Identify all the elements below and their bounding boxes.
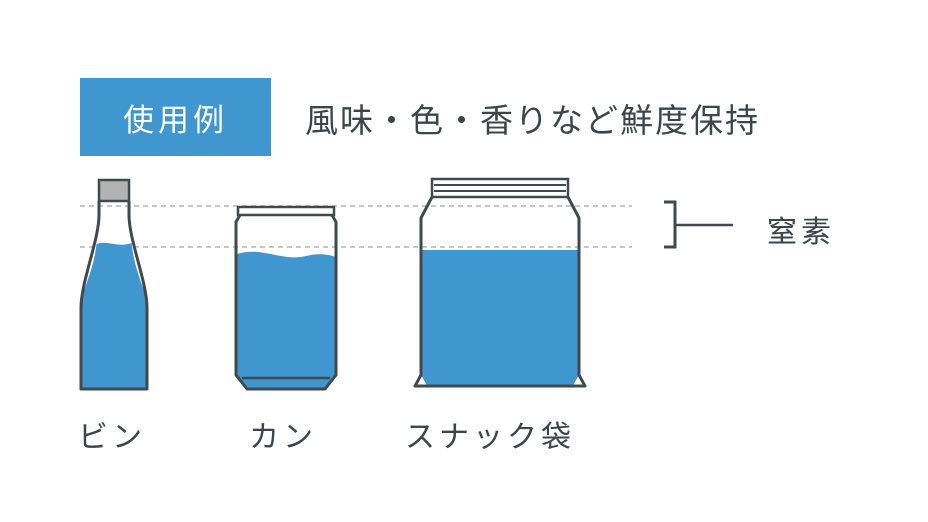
usage-example-label: 使用例: [123, 102, 228, 139]
bottle-cap: [97, 178, 131, 203]
can-label: カン: [249, 420, 317, 455]
snack-bag-seal: [430, 177, 570, 199]
snack-bag-label: スナック袋: [405, 420, 575, 455]
usage-example-badge: 使用例: [80, 78, 271, 156]
freshness-caption: 風味・色・香りなど鮮度保持: [305, 101, 760, 140]
can-lid: [236, 205, 336, 217]
snack-bag-illustration: [413, 177, 587, 388]
bottle-label: ビン: [78, 420, 146, 455]
snack-bag-outline: [413, 196, 587, 388]
snack-bag-liquid: [421, 250, 579, 387]
bottle-liquid: [81, 242, 147, 389]
nitrogen-label: 窒素: [767, 215, 835, 250]
nitrogen-bracket: [664, 200, 733, 249]
can-outline: [234, 214, 338, 391]
can-illustration: [234, 205, 338, 391]
bottle-outline: [79, 201, 149, 391]
can-liquid: [237, 251, 336, 389]
bottle-illustration: [79, 178, 149, 391]
